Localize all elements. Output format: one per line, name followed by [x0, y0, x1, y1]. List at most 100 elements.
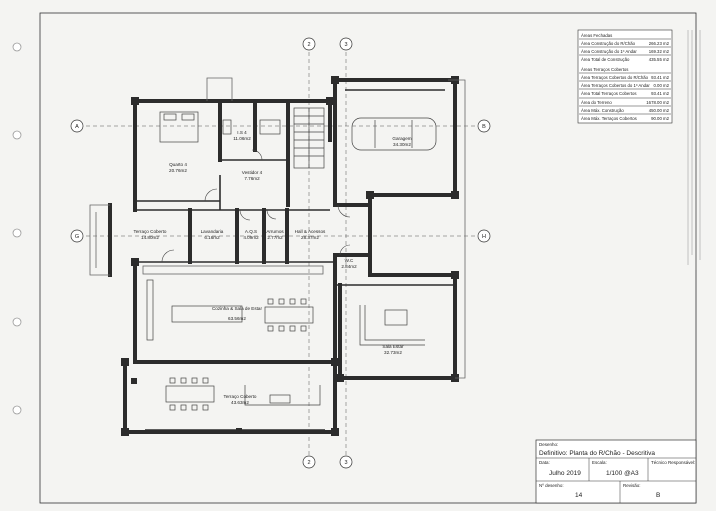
binder-hole-4 [12, 317, 22, 327]
areas-row-value: 90.00 m2 [651, 116, 670, 121]
room-name: W.C [345, 258, 354, 263]
door-swings [161, 149, 351, 263]
svg-text:H: H [482, 234, 486, 240]
staircase [293, 107, 325, 169]
areas-row-label: Área Construção do 1º Andar [581, 49, 637, 54]
room-area: 20.76m2 [169, 168, 187, 173]
scale-value: 1/100 @A3 [606, 470, 639, 477]
room-terraco-coberto-small: Terraço Coberto 14.80m2 [134, 229, 167, 240]
room-arrumos: Arrumos 2.77m2 [266, 229, 284, 240]
areas-row-value: 93.41 m2 [651, 75, 670, 80]
binder-hole-1 [12, 42, 22, 52]
room-name: A.Q.S [245, 229, 257, 234]
room-name: Garagem [392, 136, 411, 141]
title-block: Desenho: Definitivo: Planta do R/Chão - … [535, 439, 697, 504]
room-hall: Hall & Acessos 28.37m2 [295, 229, 326, 240]
areas-table: Áreas Fechadas Área Construção do R/Chão… [577, 29, 673, 124]
revision-value: B [656, 492, 660, 499]
svg-text:3: 3 [344, 460, 347, 466]
room-name: Quarto 4 [169, 162, 187, 167]
areas-row-value: 169.32 m2 [649, 49, 670, 54]
revision-label: Revisão: [623, 483, 641, 488]
room-wc: W.C 2.84m2 [341, 258, 357, 269]
furniture [146, 111, 437, 411]
room-area: 63.56m2 [228, 316, 246, 321]
areas-row-label: Área Total de Construção [581, 57, 630, 62]
grid-bubble-left-g: G [70, 229, 84, 243]
areas-row-label: Área Terraços Cobertos do R/Chão [581, 75, 649, 80]
room-name: Terraço Coberto [224, 394, 257, 399]
walls [108, 78, 457, 434]
room-garagem: Garagem 34.30m2 [392, 136, 411, 147]
side-notes [687, 30, 701, 270]
svg-text:G: G [75, 234, 79, 240]
room-vestidor: Vestidor 4 7.76m2 [242, 170, 263, 181]
areas-row-label: Área Terraços Cobertos do 1º Andar [581, 83, 650, 88]
grid-bubble-top-2: 2 [302, 37, 316, 51]
areas-row-label: Área Máx. Construção [581, 108, 624, 113]
room-terraco-coberto-big: Terraço Coberto 43.63m2 [224, 394, 257, 405]
terrace-outlines [89, 77, 466, 379]
room-area: 11.06m2 [233, 136, 251, 141]
structural-grid [86, 52, 475, 455]
areas-row-value: 435.55 m2 [649, 57, 670, 62]
room-name: Lavandaria [201, 229, 224, 234]
svg-text:2: 2 [307, 460, 310, 466]
date-value: Julho 2019 [549, 470, 581, 477]
areas-row-label: Área Máx. Terraços Cobertos [581, 116, 637, 121]
areas-row-label: Área Total Terraços Cobertos [581, 91, 637, 96]
room-name: Terraço Coberto [134, 229, 167, 234]
grid-bubble-right-h: H [477, 229, 491, 243]
room-quarto: Quarto 4 20.76m2 [169, 162, 187, 173]
drawing-number-label: Nº desenho: [539, 483, 564, 488]
room-area: 6.16m2 [204, 235, 220, 240]
areas-row-label: Área do Terreno [581, 100, 612, 105]
room-cozinha: Cozinha & Sala de Estar 63.56m2 [212, 306, 263, 321]
room-name: Hall & Acessos [295, 229, 326, 234]
room-name: Vestidor 4 [242, 170, 263, 175]
binder-hole-2 [12, 130, 22, 140]
grid-bubble-right-b: B [477, 119, 491, 133]
areas-terraces-heading: Áreas Terraços Cobertos [581, 67, 628, 72]
room-area: 32.73m2 [384, 350, 402, 355]
room-lavandaria: Lavandaria 6.16m2 [201, 229, 224, 240]
scale-label: Escala: [592, 460, 607, 465]
drawing-label: Desenho: [539, 442, 558, 447]
room-is: I.S 4 11.06m2 [233, 130, 251, 141]
room-name: I.S 4 [237, 130, 247, 135]
svg-text:2: 2 [307, 42, 310, 48]
room-sala-estar: Sala Estar 32.73m2 [382, 344, 404, 355]
room-area: 4.09m2 [243, 235, 259, 240]
areas-row-value: 0.00 m2 [653, 83, 669, 88]
grid-bubble-bottom-3: 3 [339, 455, 353, 469]
svg-text:B: B [482, 124, 486, 130]
room-area: 43.63m2 [231, 400, 249, 405]
room-area: 34.30m2 [393, 142, 411, 147]
room-name: Arrumos [266, 229, 284, 234]
room-area: 2.77m2 [267, 235, 283, 240]
room-name: Sala Estar [382, 344, 404, 349]
areas-row-label: Área Construção do R/Chão [581, 41, 636, 46]
svg-text:A: A [75, 124, 79, 130]
grid-bubble-top-3: 3 [339, 37, 353, 51]
areas-row-value: 266.23 m2 [649, 41, 670, 46]
room-name: Cozinha & Sala de Estar [212, 306, 263, 311]
areas-row-value: 1678.00 m2 [646, 100, 669, 105]
room-area: 7.76m2 [244, 176, 260, 181]
binder-hole-5 [12, 405, 22, 415]
areas-row-value: 93.41 m2 [651, 91, 670, 96]
date-label: Data: [539, 460, 550, 465]
binder-hole-3 [12, 228, 22, 238]
svg-text:3: 3 [344, 42, 347, 48]
grid-bubble-bottom-2: 2 [302, 455, 316, 469]
grid-bubble-left-a: A [70, 119, 84, 133]
room-area: 28.37m2 [301, 235, 319, 240]
drawing-title: Definitivo: Planta do R/Chão - Descritiv… [539, 450, 655, 457]
areas-closed-heading: Áreas Fechadas [581, 33, 612, 38]
room-area: 14.80m2 [141, 235, 159, 240]
technician-label: Técnico Responsável: [651, 460, 695, 465]
areas-row-value: 450.00 m2 [649, 108, 670, 113]
drawing-number-value: 14 [575, 492, 583, 499]
